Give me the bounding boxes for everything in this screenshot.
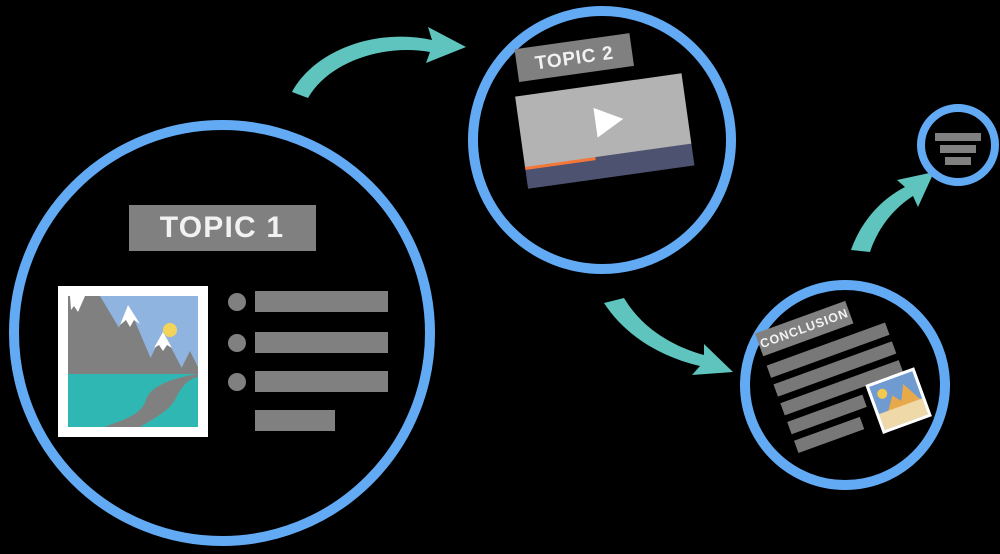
photo-road xyxy=(104,374,198,427)
photo-sun xyxy=(163,323,177,337)
summary-lines xyxy=(935,133,981,165)
video-progress-bar[interactable] xyxy=(524,156,596,170)
topic1-banner: TOPIC 1 xyxy=(129,205,316,251)
summary-line xyxy=(935,133,981,141)
topic1-bullet-dot xyxy=(228,373,246,391)
summary-line xyxy=(945,157,971,165)
summary-line xyxy=(940,145,976,153)
node-topic2[interactable]: TOPIC 2 xyxy=(468,6,736,274)
arrow-topic1-to-topic2 xyxy=(292,27,466,98)
conclusion-line xyxy=(766,322,890,378)
topic1-bullet-bar-short xyxy=(255,410,335,431)
conclusion-line xyxy=(787,394,867,435)
topic1-bullet-bar xyxy=(255,332,388,353)
conclusion-line xyxy=(794,416,865,454)
video-control-bar xyxy=(524,142,695,189)
photo-peak-small-2 xyxy=(178,351,198,375)
photo-snowcap-left xyxy=(70,296,85,312)
topic1-circle-outline xyxy=(9,120,435,546)
topic1-bullet-list xyxy=(228,291,388,431)
photo-snowcap-right xyxy=(154,332,172,351)
conclusion-circle-outline xyxy=(740,280,950,490)
topic2-banner: TOPIC 2 xyxy=(514,33,634,82)
conclusion-thumbnail xyxy=(865,367,932,434)
arrow-conclusion-to-summary xyxy=(851,172,934,252)
topic1-photo xyxy=(58,286,208,437)
topic1-bullet-dot xyxy=(228,334,246,352)
thumb-sun-icon xyxy=(877,388,888,399)
photo-mountain-mid xyxy=(98,305,160,380)
arrow-topic2-to-conclusion xyxy=(604,298,733,375)
photo-mountain-right xyxy=(140,332,188,380)
conclusion-text-lines xyxy=(766,322,904,454)
thumb-ground xyxy=(879,398,929,431)
node-topic1[interactable]: TOPIC 1 xyxy=(9,120,435,546)
conclusion-line xyxy=(780,360,904,416)
conclusion-line xyxy=(773,341,897,397)
topic2-video-player[interactable] xyxy=(515,73,695,189)
topic2-circle-outline xyxy=(468,6,736,274)
photo-snowcap-mid xyxy=(120,305,140,327)
topic1-bullet-dot xyxy=(228,293,246,311)
play-icon[interactable] xyxy=(593,104,625,138)
node-summary[interactable] xyxy=(917,104,999,186)
topic1-bullet-bar xyxy=(255,291,388,312)
topic1-banner-label: TOPIC 1 xyxy=(160,211,285,244)
summary-circle-outline xyxy=(917,104,999,186)
topic1-bullet-bar xyxy=(255,371,388,392)
node-conclusion[interactable]: CONCLUSION xyxy=(740,280,950,490)
